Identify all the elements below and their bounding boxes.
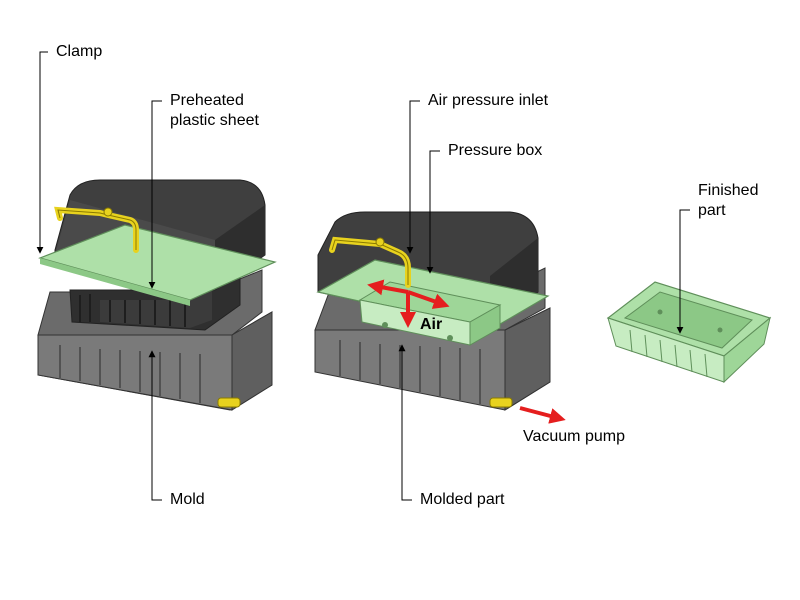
label-finished-line2: part <box>698 202 726 219</box>
label-air-pressure-inlet: Air pressure inlet <box>428 92 549 109</box>
label-pressure-box: Pressure box <box>448 142 543 159</box>
leader-pressure-box <box>426 150 440 274</box>
label-mold: Mold <box>170 491 205 508</box>
leader-preheated <box>148 100 162 289</box>
leader-lines <box>36 51 690 501</box>
label-preheated-line2: plastic sheet <box>170 112 259 129</box>
leader-finished <box>676 209 690 334</box>
label-vacuum-pump: Vacuum pump <box>523 428 625 445</box>
left-assembly <box>37 179 277 411</box>
pipe-left <box>54 206 139 253</box>
plastic-sheet-left <box>38 224 277 306</box>
label-preheated-sheet: Preheated plastic sheet <box>170 91 259 131</box>
arrow-right-icon <box>519 406 566 424</box>
middle-assembly <box>314 211 551 411</box>
label-molded-part: Molded part <box>420 491 505 508</box>
leader-molded-part <box>398 344 412 501</box>
mold-left <box>37 269 273 411</box>
leader-air-inlet <box>406 100 420 254</box>
label-air: Air <box>420 316 443 333</box>
label-finished-line1: Finished <box>698 182 759 199</box>
leader-mold <box>148 350 162 501</box>
label-finished-part: Finished part <box>698 181 758 221</box>
arrows-icon <box>367 279 450 328</box>
label-preheated-line1: Preheated <box>170 92 244 109</box>
leader-clamp <box>36 51 48 254</box>
label-clamp: Clamp <box>56 43 103 60</box>
pipe-middle <box>329 236 411 288</box>
finished-part <box>606 281 772 384</box>
